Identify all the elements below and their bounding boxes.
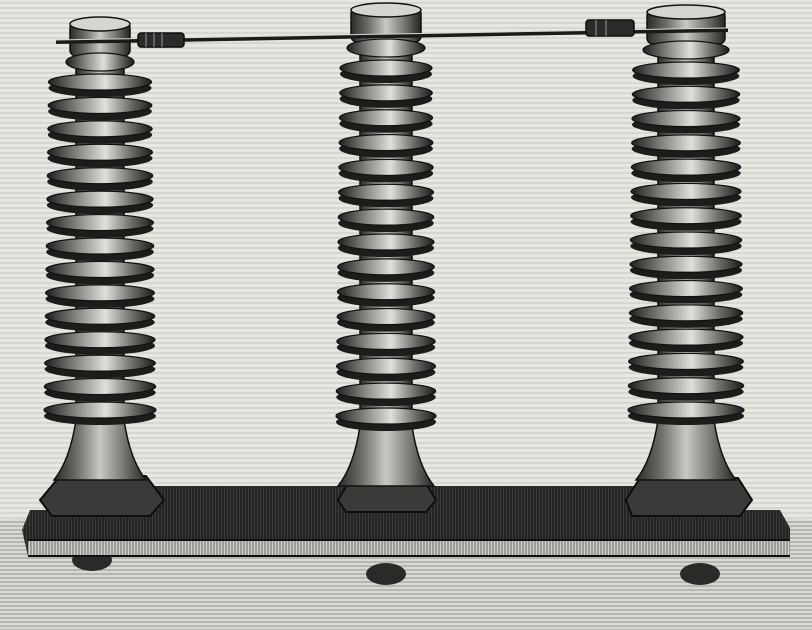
insulator-columns	[43, 2, 745, 487]
insulator-right	[627, 4, 745, 481]
switch-contact-right	[585, 19, 635, 37]
insulator-center	[335, 2, 437, 487]
plinths	[38, 475, 754, 517]
insulator-left	[43, 16, 157, 481]
switch-contact-left	[137, 32, 185, 48]
